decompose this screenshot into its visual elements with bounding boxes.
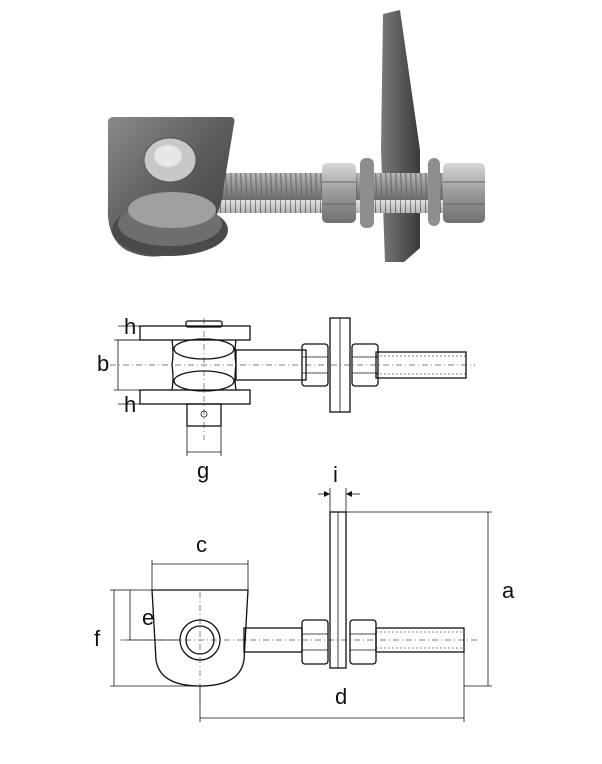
washer-right	[428, 158, 440, 226]
label-f: f	[94, 626, 101, 651]
hinge-photo	[107, 10, 485, 262]
label-e: e	[142, 605, 154, 630]
label-d: d	[335, 684, 347, 709]
label-b: b	[97, 351, 109, 376]
top-view-drawing	[110, 317, 475, 456]
label-a: a	[502, 578, 515, 603]
mounting-plate	[381, 10, 420, 262]
label-g: g	[197, 458, 209, 483]
label-h-bottom: h	[124, 392, 136, 417]
washer-left	[360, 158, 374, 228]
label-i: i	[333, 462, 338, 487]
label-c: c	[196, 532, 207, 557]
nut-left	[322, 163, 356, 223]
nut-right	[443, 163, 485, 223]
label-h-top: h	[124, 314, 136, 339]
side-view-drawing	[110, 488, 492, 722]
